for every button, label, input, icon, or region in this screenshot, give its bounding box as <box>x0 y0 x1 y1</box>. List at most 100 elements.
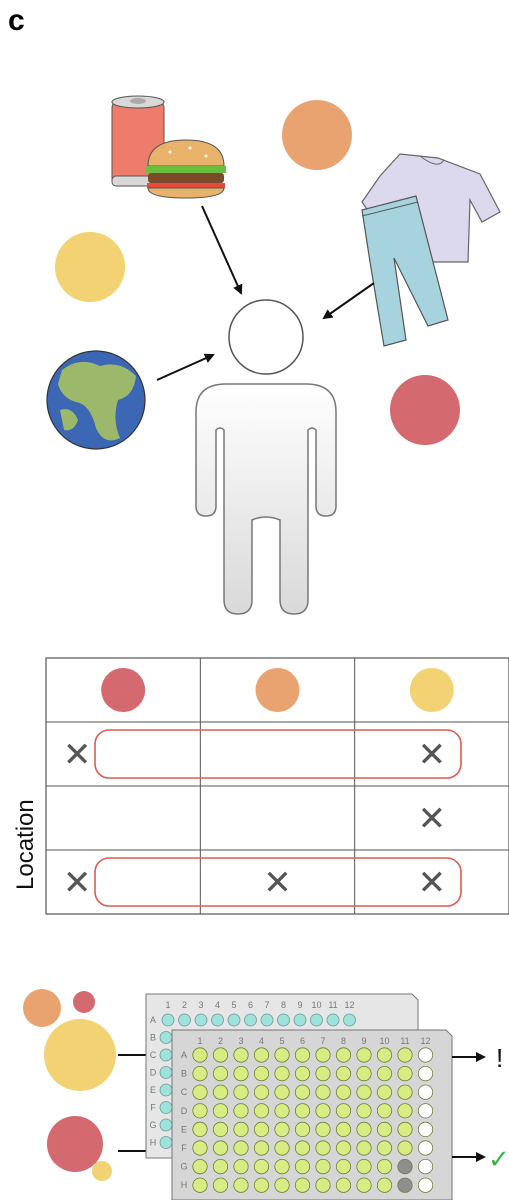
plate-well <box>211 1013 224 1027</box>
plate-well <box>417 1103 434 1119</box>
plate-well <box>397 1121 413 1138</box>
plate-col-number: 11 <box>328 1000 337 1010</box>
table-header-row <box>101 668 454 712</box>
plate-col-number: 1 <box>197 1036 202 1046</box>
plate-col-number: 12 <box>344 1000 354 1010</box>
location-table: ✕✕✕✕✕✕ <box>45 657 509 915</box>
plate-well <box>274 1140 290 1156</box>
plate-well <box>376 1047 393 1063</box>
plate-well <box>212 1140 229 1156</box>
plate-well <box>335 1066 352 1082</box>
plate-well <box>159 1118 173 1132</box>
plate-row-letter: G <box>149 1120 156 1130</box>
plate-well <box>233 1159 249 1175</box>
column-header-circle-3 <box>409 668 454 712</box>
plate-well <box>233 1066 249 1082</box>
plate-well <box>315 1103 331 1119</box>
plate-row-letter: E <box>150 1085 156 1095</box>
person-icon <box>195 299 337 615</box>
plate-col-number: 3 <box>238 1036 243 1046</box>
plate-well <box>293 1013 307 1027</box>
plate-well <box>212 1121 229 1138</box>
plate-well <box>159 1048 173 1062</box>
plate-well <box>253 1066 270 1082</box>
yellow-circle <box>55 232 125 302</box>
plate-well <box>335 1177 352 1193</box>
plate-col-number: 1 <box>165 1000 170 1010</box>
plate-well <box>417 1177 434 1193</box>
plate-well <box>326 1013 340 1027</box>
plate-col-number: 11 <box>400 1036 409 1046</box>
plate-col-number: 7 <box>264 1000 269 1010</box>
plate-well <box>417 1140 434 1156</box>
plate-well <box>356 1084 372 1100</box>
plate-well <box>343 1013 356 1027</box>
plate-col-number: 4 <box>215 1000 220 1010</box>
table-highlights <box>94 729 462 907</box>
plate-well <box>417 1084 434 1100</box>
plate-well <box>253 1047 270 1063</box>
plate-col-number: 10 <box>311 1000 321 1010</box>
plate-well <box>356 1140 372 1156</box>
plate-col-number: 4 <box>259 1036 264 1046</box>
panel-label: c <box>8 4 25 37</box>
plate-well <box>356 1159 372 1175</box>
plate-well <box>274 1084 290 1100</box>
plate-row-letter: F <box>181 1143 187 1153</box>
x-mark: ✕ <box>418 863 447 903</box>
plate-row-letter: C <box>150 1050 157 1060</box>
plate-well <box>356 1177 372 1193</box>
plate-well <box>294 1121 311 1138</box>
plate-well <box>376 1140 393 1156</box>
plate-row-letter: H <box>150 1138 157 1148</box>
outcome-check: ✓ <box>488 1145 509 1175</box>
plate-well <box>212 1047 229 1063</box>
sample-circles-top <box>23 989 116 1091</box>
plate-well <box>356 1103 372 1119</box>
plate-well <box>335 1103 352 1119</box>
plate-well <box>233 1121 249 1138</box>
plate-well <box>212 1103 229 1119</box>
orange-circle <box>282 100 352 170</box>
row-highlight-box <box>94 729 462 779</box>
plate-well <box>274 1066 290 1082</box>
plate-well <box>178 1013 191 1027</box>
plate-well <box>253 1159 270 1175</box>
plate-well <box>376 1103 393 1119</box>
plate-well <box>315 1084 331 1100</box>
plate-well <box>356 1066 372 1082</box>
plate-row-letter: B <box>181 1069 187 1079</box>
plate-well <box>253 1103 270 1119</box>
plate-well <box>161 1013 175 1027</box>
plate-well <box>159 1083 173 1097</box>
plate-row-letter: F <box>150 1103 156 1113</box>
plate-well <box>315 1066 331 1082</box>
plate-col-number: 12 <box>420 1036 430 1046</box>
plate-col-number: 6 <box>248 1000 253 1010</box>
plate-well <box>356 1121 372 1138</box>
plate-well <box>376 1177 393 1193</box>
plate-well <box>253 1177 270 1193</box>
plate-well <box>294 1084 311 1100</box>
arrow-earth <box>156 353 215 381</box>
plate-well <box>397 1103 413 1119</box>
plate-col-number: 10 <box>379 1036 389 1046</box>
plate-well <box>192 1066 208 1082</box>
plate-well <box>233 1177 249 1193</box>
plate-well <box>159 1101 173 1114</box>
plate-well <box>253 1121 270 1138</box>
plate-well <box>294 1177 311 1193</box>
plate-well <box>274 1121 290 1138</box>
plate-col-number: 9 <box>361 1036 366 1046</box>
plate-well <box>192 1084 208 1100</box>
plate-col-number: 6 <box>300 1036 305 1046</box>
plate-well <box>294 1047 311 1063</box>
plate-well <box>260 1013 274 1027</box>
plate-well <box>159 1031 173 1044</box>
plate-col-number: 7 <box>320 1036 325 1046</box>
plate-row-letter: C <box>181 1087 188 1097</box>
plate-well <box>294 1159 311 1175</box>
plate-well <box>356 1047 372 1063</box>
plate-well <box>397 1140 413 1156</box>
plate-well <box>335 1140 352 1156</box>
